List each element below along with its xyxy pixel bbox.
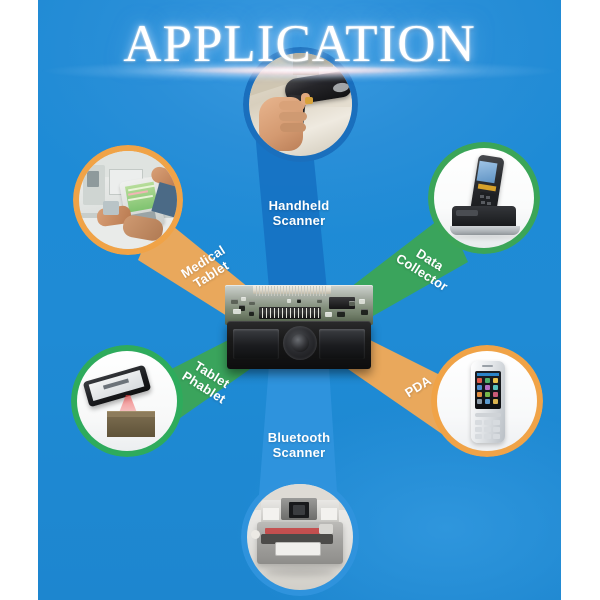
cone-label-handheld-scanner: Handheld Scanner	[268, 198, 330, 228]
module-pcb	[225, 285, 373, 325]
bubble-photo-medical-tablet	[79, 151, 177, 249]
module-optics-housing	[227, 321, 371, 369]
module-ic-chip	[329, 297, 355, 309]
bubble-photo-tablet-phablet	[77, 351, 177, 451]
barcode-scanner-module[interactable]	[225, 285, 373, 373]
poster-panel: Handheld Scanner Bluetooth Scanner Medic…	[38, 0, 561, 600]
bubble-photo-data-collector	[434, 148, 534, 248]
bubble-photo-bluetooth-scanner	[247, 484, 353, 590]
module-lens-housing	[283, 326, 317, 360]
cone-handheld-scanner	[254, 120, 328, 300]
module-ribbon-connector	[253, 285, 331, 296]
cone-label-bluetooth-scanner: Bluetooth Scanner	[267, 430, 331, 460]
bubble-photo-pda	[437, 351, 537, 451]
camera-lens-icon	[291, 334, 309, 352]
page-title: APPLICATION	[123, 15, 476, 73]
module-window-left	[233, 329, 279, 359]
cone-bluetooth-scanner	[258, 352, 338, 508]
bubble-data-collector[interactable]	[428, 142, 540, 254]
bubble-tablet-phablet[interactable]	[71, 345, 183, 457]
bubble-medical-tablet[interactable]	[73, 145, 183, 255]
module-board-connector	[259, 307, 321, 319]
bubble-pda[interactable]	[431, 345, 543, 457]
module-window-right	[319, 329, 365, 359]
bubble-bluetooth-scanner[interactable]	[241, 478, 359, 596]
